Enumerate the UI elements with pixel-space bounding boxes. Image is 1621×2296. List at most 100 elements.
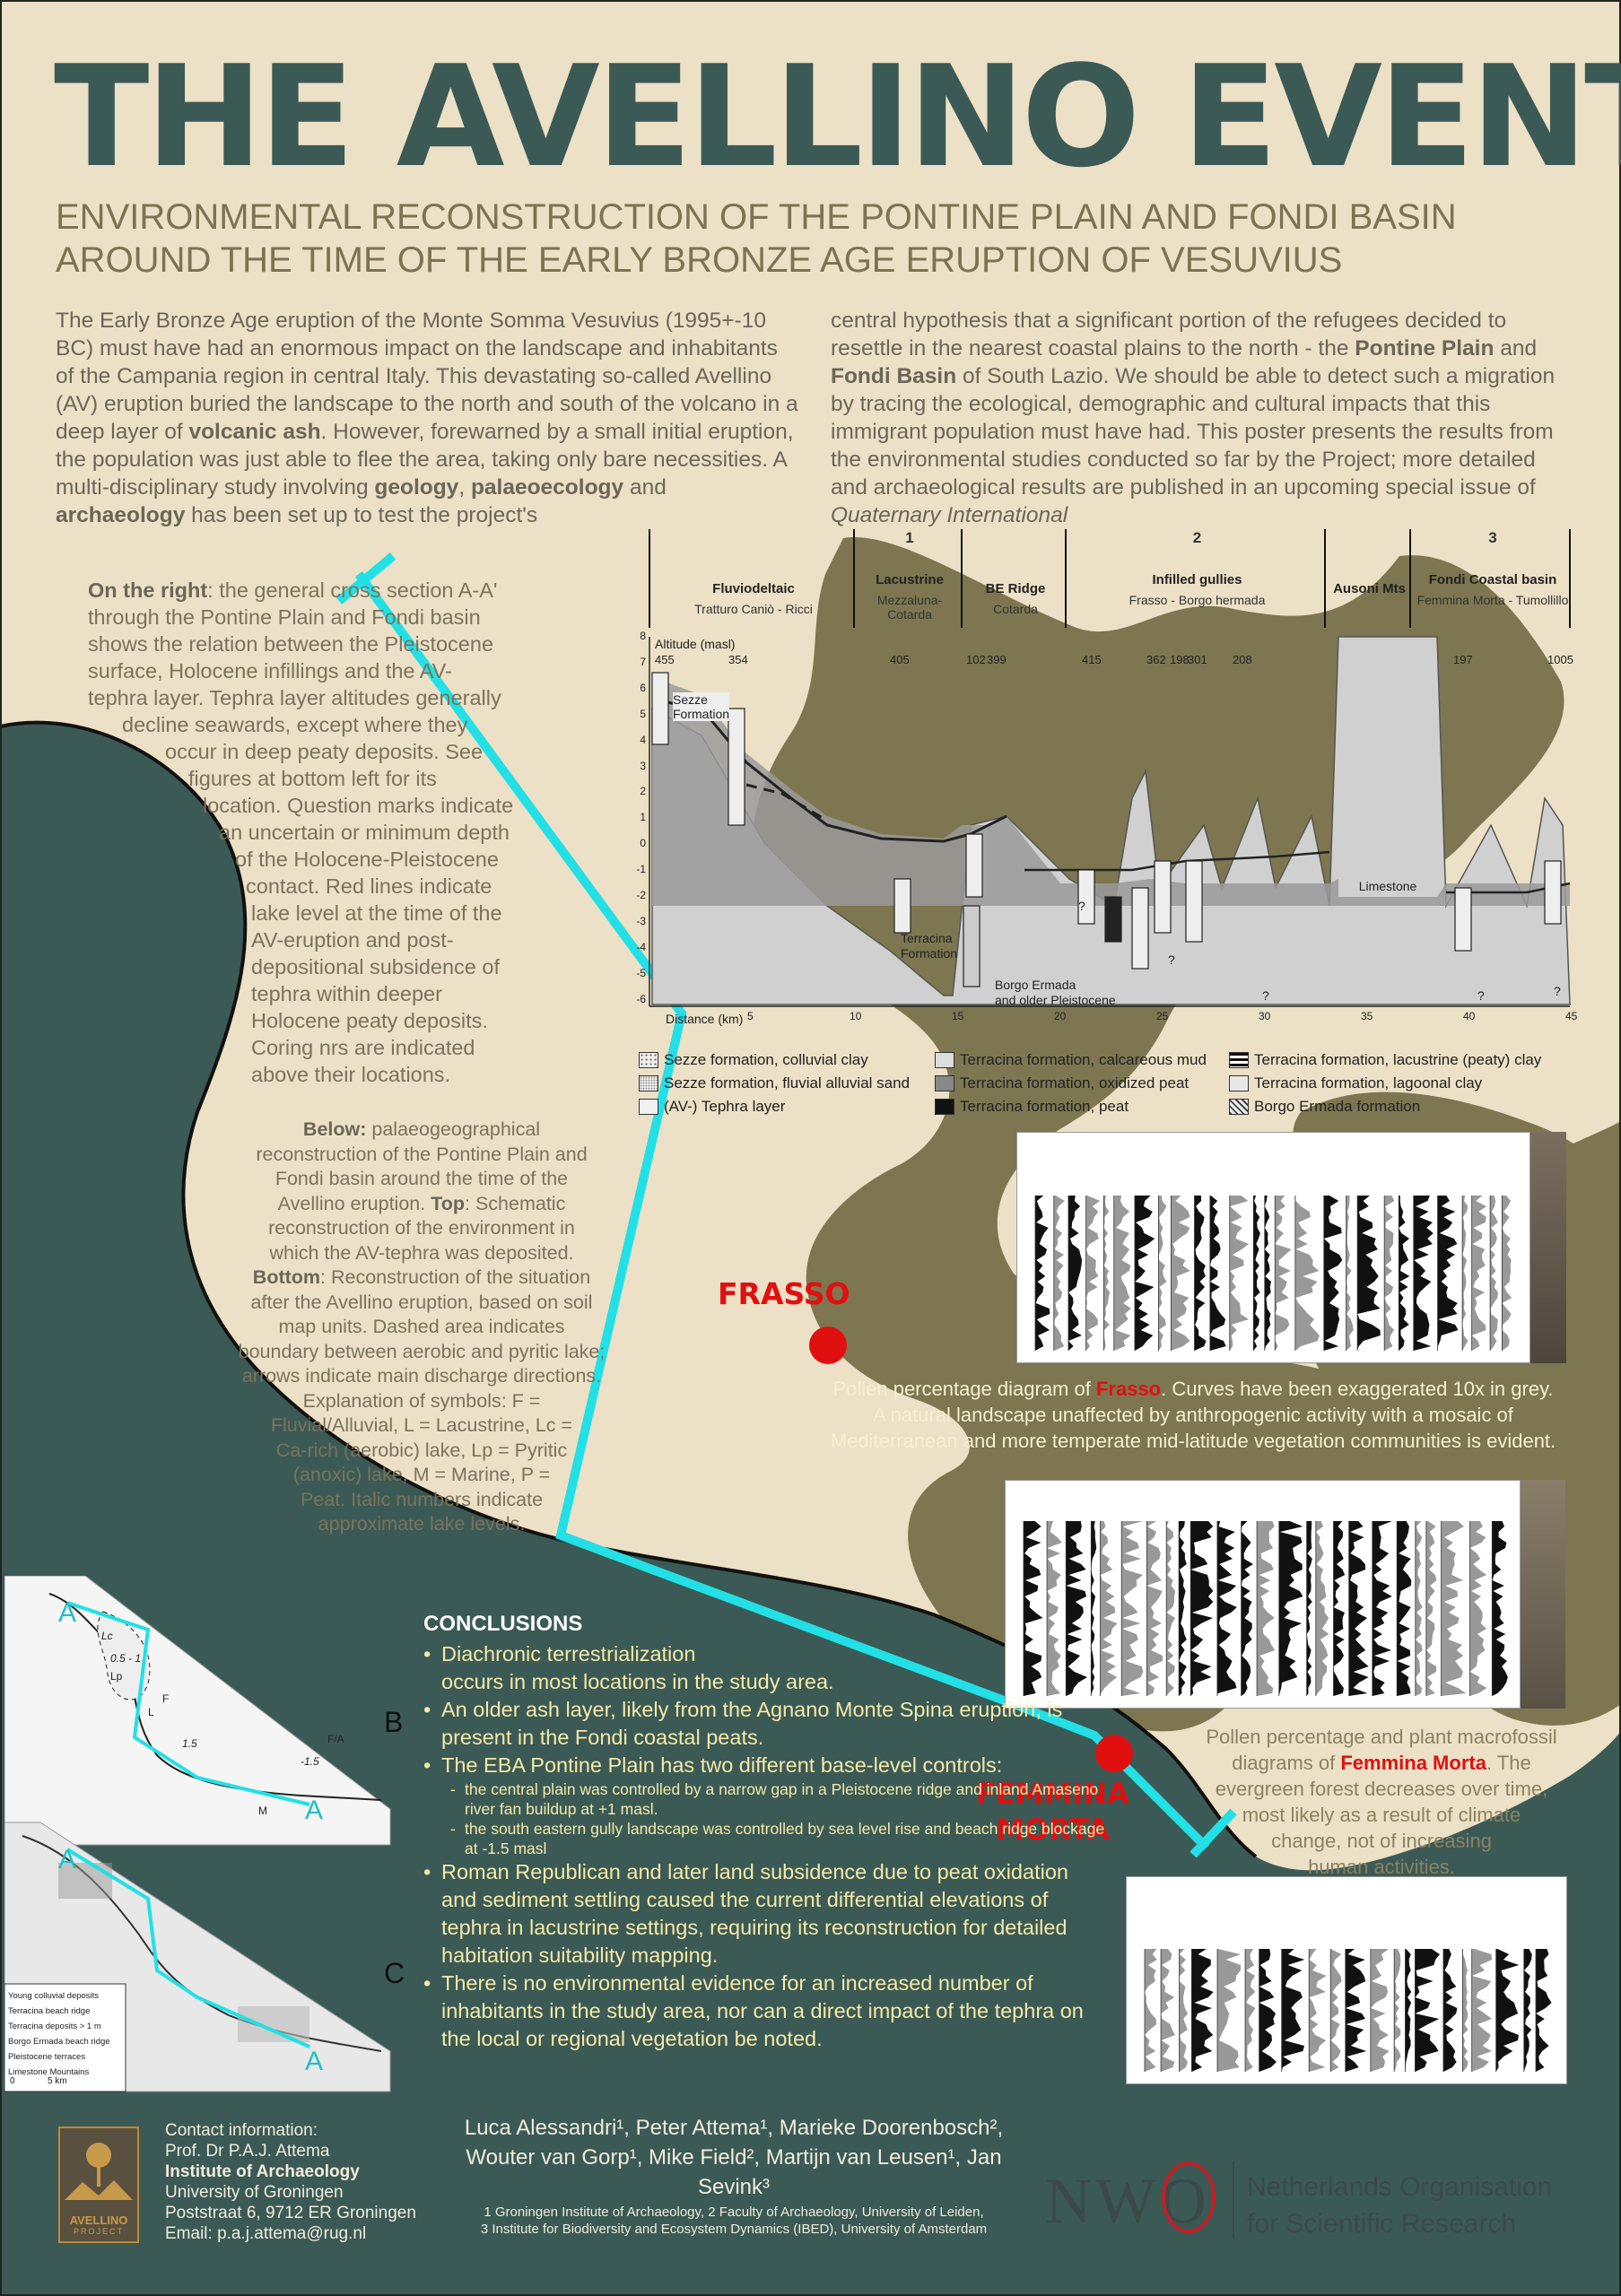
- legend-label: Sezze formation, fluvial alluvial sand: [664, 1074, 911, 1091]
- explain-line: through the Pontine Plain and Fondi basi…: [88, 605, 481, 629]
- intro-italic: Quaternary International: [831, 503, 1068, 527]
- map-b-transect: [66, 1601, 310, 1806]
- caption-text: Mediterranean and more temperate mid-lat…: [830, 1430, 1556, 1452]
- caption-text: Pollen percentage diagram of: [832, 1378, 1096, 1400]
- y-tick-label: 7: [640, 655, 646, 668]
- explain-line: map units. Dashed area indicates: [278, 1316, 565, 1337]
- pollen-curve: [1397, 1521, 1412, 1696]
- conclusion-item: The EBA Pontine Plain has two different …: [423, 1752, 1105, 1779]
- explain-line: after the Avellino eruption, based on so…: [250, 1291, 593, 1313]
- x-tick-label: 35: [1361, 1010, 1373, 1022]
- core-photo-frasso: [1530, 1132, 1566, 1363]
- pollen-curve: [1415, 1949, 1440, 2072]
- legend-swatch: [639, 1099, 658, 1115]
- pollen-curve: [1275, 1196, 1292, 1351]
- pollen-curve: [1490, 1196, 1498, 1351]
- pollen-curve: [1309, 1949, 1327, 2072]
- legend-label: Terracina formation, calcareous mud: [960, 1051, 1207, 1068]
- map-legend-item: Young colluvial deposits: [8, 1991, 100, 2001]
- nwo-logo-text: NWO: [1045, 2165, 1210, 2237]
- pollen-curve: [1323, 1196, 1343, 1351]
- conclusions-list: Diachronic terrestrialization occurs in …: [423, 1640, 1105, 2053]
- explain-line: reconstruction of the environment in: [268, 1217, 575, 1239]
- pollen-curve: [1330, 1949, 1342, 2072]
- x-tick-label: 40: [1463, 1010, 1476, 1022]
- legend-label: Terracina formation, lacustrine (peaty) …: [1254, 1051, 1542, 1068]
- contact-email[interactable]: Email: p.a.j.attema@rug.nl: [165, 2224, 367, 2243]
- y-tick-label: -1: [636, 863, 646, 876]
- explain-line: tephra within deeper: [251, 982, 442, 1005]
- map-symbol: L: [148, 1706, 154, 1718]
- conclusion-subitem: the south eastern gully landscape was co…: [423, 1819, 1105, 1858]
- legend-item: Borgo Ermada formation: [1229, 1098, 1420, 1116]
- explain-line: lake level at the time of the: [251, 901, 502, 925]
- contact-institute: Institute of Archaeology: [165, 2162, 360, 2181]
- transect-end-south: [1190, 1808, 1237, 1858]
- explain-line: : the general cross section A-A': [207, 578, 498, 602]
- contact-line: Contact information:: [165, 2121, 318, 2140]
- explain-line: (anoxic) lake, M = Marine, P =: [292, 1464, 551, 1485]
- explain-line: occur in deep peaty deposits. See: [165, 740, 484, 763]
- pollen-curve: [1085, 1196, 1101, 1351]
- contact-line: University of Groningen: [165, 2183, 344, 2202]
- explain-bold: On the right: [88, 578, 208, 602]
- y-tick-label: -2: [636, 889, 646, 901]
- coring-number: 362: [1146, 653, 1166, 666]
- legend-swatch: [1229, 1075, 1249, 1091]
- intro-right-column: central hypothesis that a significant po…: [831, 307, 1575, 529]
- pollen-curve: [1281, 1949, 1305, 2072]
- pollen-curve: [1523, 1949, 1532, 2072]
- limestone-label: Limestone: [1358, 879, 1417, 893]
- explain-line: which the AV-tephra was deposited.: [269, 1241, 574, 1264]
- explain-bold: Bottom: [252, 1266, 321, 1288]
- legend-item: Sezze formation, colluvial clay: [639, 1051, 868, 1069]
- pollen-curve: [1437, 1196, 1459, 1351]
- pollen-curve: [1134, 1196, 1155, 1351]
- legend-label: (AV-) Tephra layer: [664, 1098, 786, 1115]
- legend-swatch: [935, 1099, 954, 1115]
- cross-section-explanation: On the right: the general cross section …: [88, 577, 626, 1088]
- explain-line: location. Question marks indicate: [203, 794, 514, 817]
- affiliations: 1 Groningen Institute of Archaeology, 2 …: [438, 2204, 1030, 2238]
- legend-label: Sezze formation, colluvial clay: [664, 1051, 868, 1068]
- coring-number: 198: [1170, 653, 1190, 666]
- affiliation-line: 1 Groningen Institute of Archaeology, 2 …: [484, 2205, 984, 2220]
- coring-number: 208: [1233, 653, 1252, 666]
- pollen-diagram-femmina-2-graphic: [1144, 1949, 1552, 2072]
- map-b-label-a: A: [58, 1598, 77, 1628]
- legend-item: Terracina formation, oxidized peat: [935, 1074, 1189, 1092]
- pollen-curve: [1217, 1949, 1242, 2072]
- authors: Luca Alessandri¹, Peter Attema¹, Marieke…: [438, 2113, 1030, 2202]
- poster-subtitle: ENVIRONMENTAL RECONSTRUCTION OF THE PONT…: [56, 196, 1599, 282]
- map-symbol: 0.5 - 1: [110, 1652, 142, 1665]
- map-symbol: M: [258, 1805, 267, 1817]
- pollen-curve: [1194, 1196, 1207, 1351]
- explain-line: shows the relation between the Pleistoce…: [88, 632, 494, 656]
- scale-end: 5 km: [48, 2076, 67, 2086]
- palaeogeographic-maps: A A B A A C Lc Lp L F F/A M 0.5 - 1 1.5 …: [4, 1575, 408, 2096]
- explain-line: AV-eruption and post-: [251, 928, 454, 952]
- intro-bold: geology: [374, 475, 459, 500]
- pollen-curve: [1294, 1196, 1320, 1351]
- y-tick-label: 3: [640, 759, 646, 772]
- conclusion-item: An older ash layer, likely from the Agna…: [423, 1696, 1105, 1752]
- caption-text: evergreen forest decreases over time,: [1215, 1778, 1548, 1800]
- pollen-curve: [1241, 1521, 1254, 1696]
- legend-label: Borgo Ermada formation: [1254, 1098, 1421, 1115]
- intro-text: The Early Bronze Age eruption of the Mon…: [56, 309, 798, 444]
- holocene-infill: [652, 677, 1570, 906]
- poster-title: THE AVELLINO EVENT: [54, 35, 1621, 198]
- maps-svg: [4, 1575, 391, 2092]
- pollen-curve: [1306, 1521, 1312, 1696]
- x-tick-label: 25: [1156, 1010, 1169, 1022]
- map-symbol: F/A: [327, 1733, 344, 1745]
- svg-text:?: ?: [1078, 899, 1085, 913]
- explain-bold: Top: [431, 1192, 465, 1214]
- map-explanation: Below: palaeogeographical reconstruction…: [215, 1118, 628, 1537]
- explain-line: Fondi basin around the time of the: [275, 1168, 569, 1189]
